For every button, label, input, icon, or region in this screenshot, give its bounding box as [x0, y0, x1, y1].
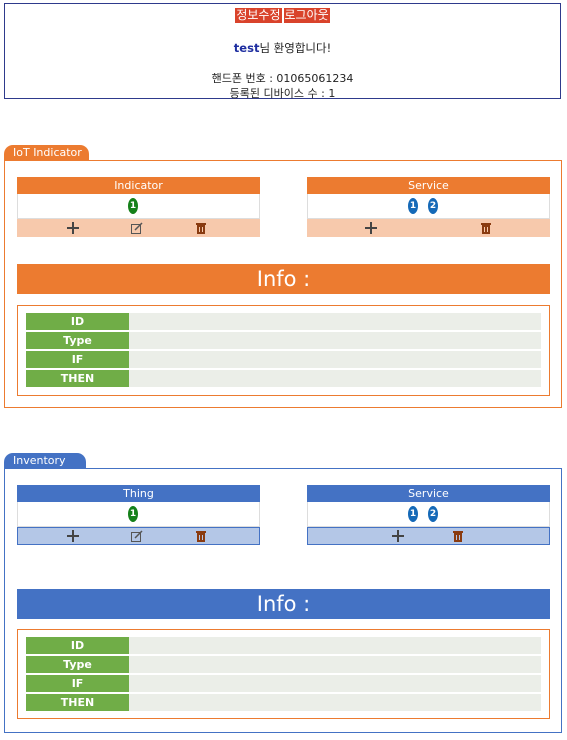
tab-label: IoT Indicator [13, 146, 82, 159]
username: test [233, 41, 260, 55]
panel-body: 1 2 [307, 502, 550, 527]
welcome-suffix: 님 환영합니다! [259, 41, 332, 55]
thing-panel: Thing 1 [17, 485, 260, 545]
phone-number: 핸드폰 번호 : 01065061234 [211, 72, 354, 85]
row-value-id [129, 637, 541, 654]
tab-label: Inventory [13, 454, 66, 467]
info-table: ID Type IF THEN [17, 305, 550, 396]
tab-inventory[interactable]: Inventory [4, 453, 86, 469]
row-value-if [129, 675, 541, 692]
trash-icon[interactable] [195, 222, 207, 234]
row-value-type [129, 332, 541, 349]
row-value-if [129, 351, 541, 368]
service-badge[interactable]: 1 [408, 506, 418, 522]
thing-badge[interactable]: 1 [128, 506, 138, 522]
thing-badge[interactable]: 1 [128, 198, 138, 214]
welcome-message: test님 환영합니다! [5, 40, 560, 56]
row-label-then: THEN [26, 370, 129, 387]
service-badge[interactable]: 1 [408, 198, 418, 214]
trash-icon[interactable] [452, 530, 464, 542]
row-label-id: ID [26, 637, 129, 654]
row-label-if: IF [26, 351, 129, 368]
service-badge[interactable]: 2 [428, 506, 438, 522]
info-table: ID Type IF THEN [17, 629, 550, 719]
panel-title: Thing [17, 485, 260, 502]
panel-toolbar [17, 219, 260, 237]
row-value-type [129, 656, 541, 673]
row-label-if: IF [26, 675, 129, 692]
panel-toolbar [17, 527, 260, 545]
row-label-type: Type [26, 656, 129, 673]
service-panel: Service 1 2 [307, 485, 550, 545]
plus-icon[interactable] [67, 530, 79, 542]
plus-icon[interactable] [365, 222, 377, 234]
row-label-then: THEN [26, 694, 129, 711]
edit-icon[interactable] [131, 530, 143, 542]
inventory-section: Thing 1 Service 1 2 [4, 468, 562, 733]
panel-body: 1 [17, 194, 260, 219]
panel-body: 1 2 [307, 194, 550, 219]
row-value-then [129, 370, 541, 387]
row-value-id [129, 313, 541, 330]
row-label-type: Type [26, 332, 129, 349]
indicator-panel: Indicator 1 [17, 177, 260, 237]
panel-title: Service [307, 177, 550, 194]
iot-indicator-section: Indicator 1 Service 1 2 [4, 160, 562, 408]
panel-body: 1 [17, 502, 260, 527]
service-panel: Service 1 2 [307, 177, 550, 237]
device-count: 등록된 디바이스 수 : 1 [229, 87, 336, 100]
info-title: Info : [17, 589, 550, 619]
plus-icon[interactable] [392, 530, 404, 542]
logout-button[interactable]: 로그아웃 [283, 8, 330, 23]
tab-iot-indicator[interactable]: IoT Indicator [4, 145, 89, 161]
panel-toolbar [307, 527, 550, 545]
panel-title: Indicator [17, 177, 260, 194]
trash-icon[interactable] [195, 530, 207, 542]
edit-icon[interactable] [131, 222, 143, 234]
row-label-id: ID [26, 313, 129, 330]
plus-icon[interactable] [67, 222, 79, 234]
row-value-then [129, 694, 541, 711]
edit-profile-button[interactable]: 정보수정 [235, 8, 282, 23]
panel-toolbar [307, 219, 550, 237]
trash-icon[interactable] [480, 222, 492, 234]
service-badge[interactable]: 2 [428, 198, 438, 214]
info-title: Info : [17, 264, 550, 294]
panel-title: Service [307, 485, 550, 502]
